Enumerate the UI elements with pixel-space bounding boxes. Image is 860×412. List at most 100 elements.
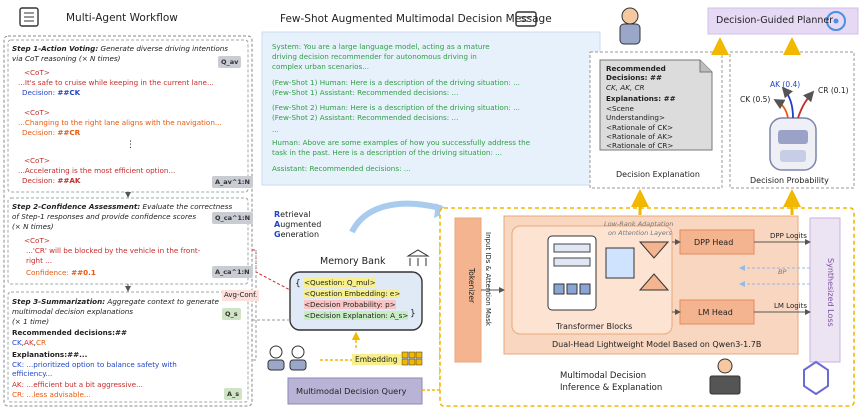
lora-line2: on Attention Layers [608,229,672,237]
planner-cr: CR (0.1) [818,86,849,95]
step1-dec3-label: Decision: [22,176,56,185]
dpp-head-label: DPP Head [694,238,734,247]
step1-dec2-value: ##CR [57,128,81,137]
memory-qe: <Question Embedding: e> [304,289,401,298]
step1-cot1-text: ...It's safe to cruise while keeping in … [18,78,214,87]
rag-augmented: Augmented [274,220,321,229]
memory-bank-title: Memory Bank [320,256,386,267]
step1-desc2: via CoT reasoning (× N times) [12,54,121,63]
step2-desc2: of Step-1 responses and provide confiden… [12,212,197,221]
step2-heading: Step 2-Confidence Assessment: [12,202,141,211]
explanation-card [599,59,713,151]
lm-head-label: LM Head [698,308,733,317]
step1-cot2-tag: <CoT> [24,108,50,117]
step3-rec-cr: CR [35,338,46,347]
step2-desc3: (× N times) [12,222,54,231]
memory-q: <Question: Q_mul> [304,278,376,287]
prompt-fs1a: (Few-Shot 1) Assistant: Recommended deci… [272,88,459,97]
step3-badge: Q_s [222,308,241,320]
step1-cot3-tag: <CoT> [24,156,50,165]
rag-a: A [274,220,281,229]
step3-box [7,291,249,403]
step3-ck1: CK: ...prioritized option to balance saf… [12,360,177,369]
exp-rck: <Rationale of CK> [606,123,674,132]
loss-label: Synthesized Loss [826,258,835,327]
developer-icon [709,358,741,395]
embedding-grid-icon [401,351,423,366]
embedding-label: Embedding [352,354,401,365]
exp-list: CK, AK, CR [606,83,645,92]
tokenizer-label: Tokenizer [467,268,476,304]
bp-label: BP [778,268,787,276]
dual-head-label: Dual-Head Lightweight Model Based on Qwe… [552,340,762,349]
step1-dec3-value: ##AK [57,176,81,185]
lora-line1: Low-Rank Adaptation [604,220,674,228]
prompt-assistant: Assistant: Recommended decisions: ... [272,164,411,173]
step1-cot2-text: ...Changing to the right lane aligns wit… [18,118,222,127]
exp-dec: Decisions: ## [606,73,663,82]
exp-rec: Recommended [606,64,666,73]
step3-ck2: efficiency... [12,369,53,378]
memory-dp: <Decision Probability: p> [304,300,396,309]
step1-dec3: Decision: ##AK [22,176,81,185]
step1-cot3-text: ...Accelerating is the most efficient op… [18,166,176,175]
step1-dec1-value: ##CK [57,88,81,97]
transformer-label: Transformer Blocks [556,322,633,331]
step3-desc3: (× 1 time) [12,317,50,326]
step2-badge2: A_ca^1:N [212,266,253,278]
prompt-human2: task in the past. Here is a description … [272,148,503,157]
step2-badge: Q_ca^1:N [212,212,254,224]
rag-r: R [274,210,281,219]
workflow-icon [19,7,39,27]
prompt-fs2h: (Few-Shot 2) Human: Here is a descriptio… [272,103,520,112]
avg-conf-label: Avg-Conf. [222,290,260,301]
step3-rec-list: CK,AK,CR [12,338,46,347]
step1-desc1: Generate diverse driving intentions [100,44,229,53]
step3-cr: CR: ...less advisable... [12,390,91,399]
step2-conf: Confidence: ##0.1 [26,268,96,277]
step3-badge2: A_s [224,388,243,400]
prompt-system2: driving decision recommender for autonom… [272,52,477,61]
query-box [287,377,423,405]
rag-a-rest: ugmented [280,220,322,229]
step1-ellipsis: ⋮ [126,140,135,150]
prompt-system1: System: You are a large language model, … [272,42,490,51]
step3-rec-ck: CK [12,338,22,347]
rag-g-rest: eneration [280,230,320,239]
caption-line2: Inference & Explanation [560,383,663,393]
planner-ck: CK (0.5) [740,95,771,104]
step2-conf-value: ##0.1 [71,268,96,277]
step2-cot-tag: <CoT> [24,236,50,245]
memory-close: } [410,309,416,319]
step1-dec2: Decision: ##CR [22,128,80,137]
caption-line1: Multimodal Decision [560,371,647,381]
lora-icon [605,241,670,291]
step3-rec: Recommended decisions:## [12,328,127,337]
prompt-dots: ... [272,125,279,134]
memory-open: { [295,279,301,289]
lm-head-box [679,299,755,325]
step1-dec1: Decision: ##CK [22,88,80,97]
step1-badge2: A_av^1:N [212,176,253,188]
planner-caption: Decision Probability [750,176,829,185]
driver-icon [619,7,641,45]
steering-wheel-icon [826,11,846,31]
step3-line1: Step 3-Summarization: Aggregate context … [12,297,219,306]
planner-ak: AK (0.4) [770,80,801,89]
prompt-human1: Human: Above are some examples of how yo… [272,138,531,147]
car-icon [769,117,817,171]
exp-scene1: <Scene [606,104,634,113]
lm-logits-label: LM Logits [774,302,808,310]
step1-dec1-label: Decision: [22,88,56,97]
people-icon [267,345,307,371]
query-label: Multimodal Decision Query [296,386,407,396]
exp-exp: Explanations: ## [606,94,676,103]
dpp-logits-label: DPP Logits [770,232,807,240]
step1-cot1-tag: <CoT> [24,68,50,77]
prompt-fs2a: (Few-Shot 2) Assistant: Recommended deci… [272,113,459,122]
loss-box [809,217,841,363]
rag-g: G [274,230,281,239]
rag-generation: Generation [274,230,319,239]
traj-cr [797,90,815,119]
